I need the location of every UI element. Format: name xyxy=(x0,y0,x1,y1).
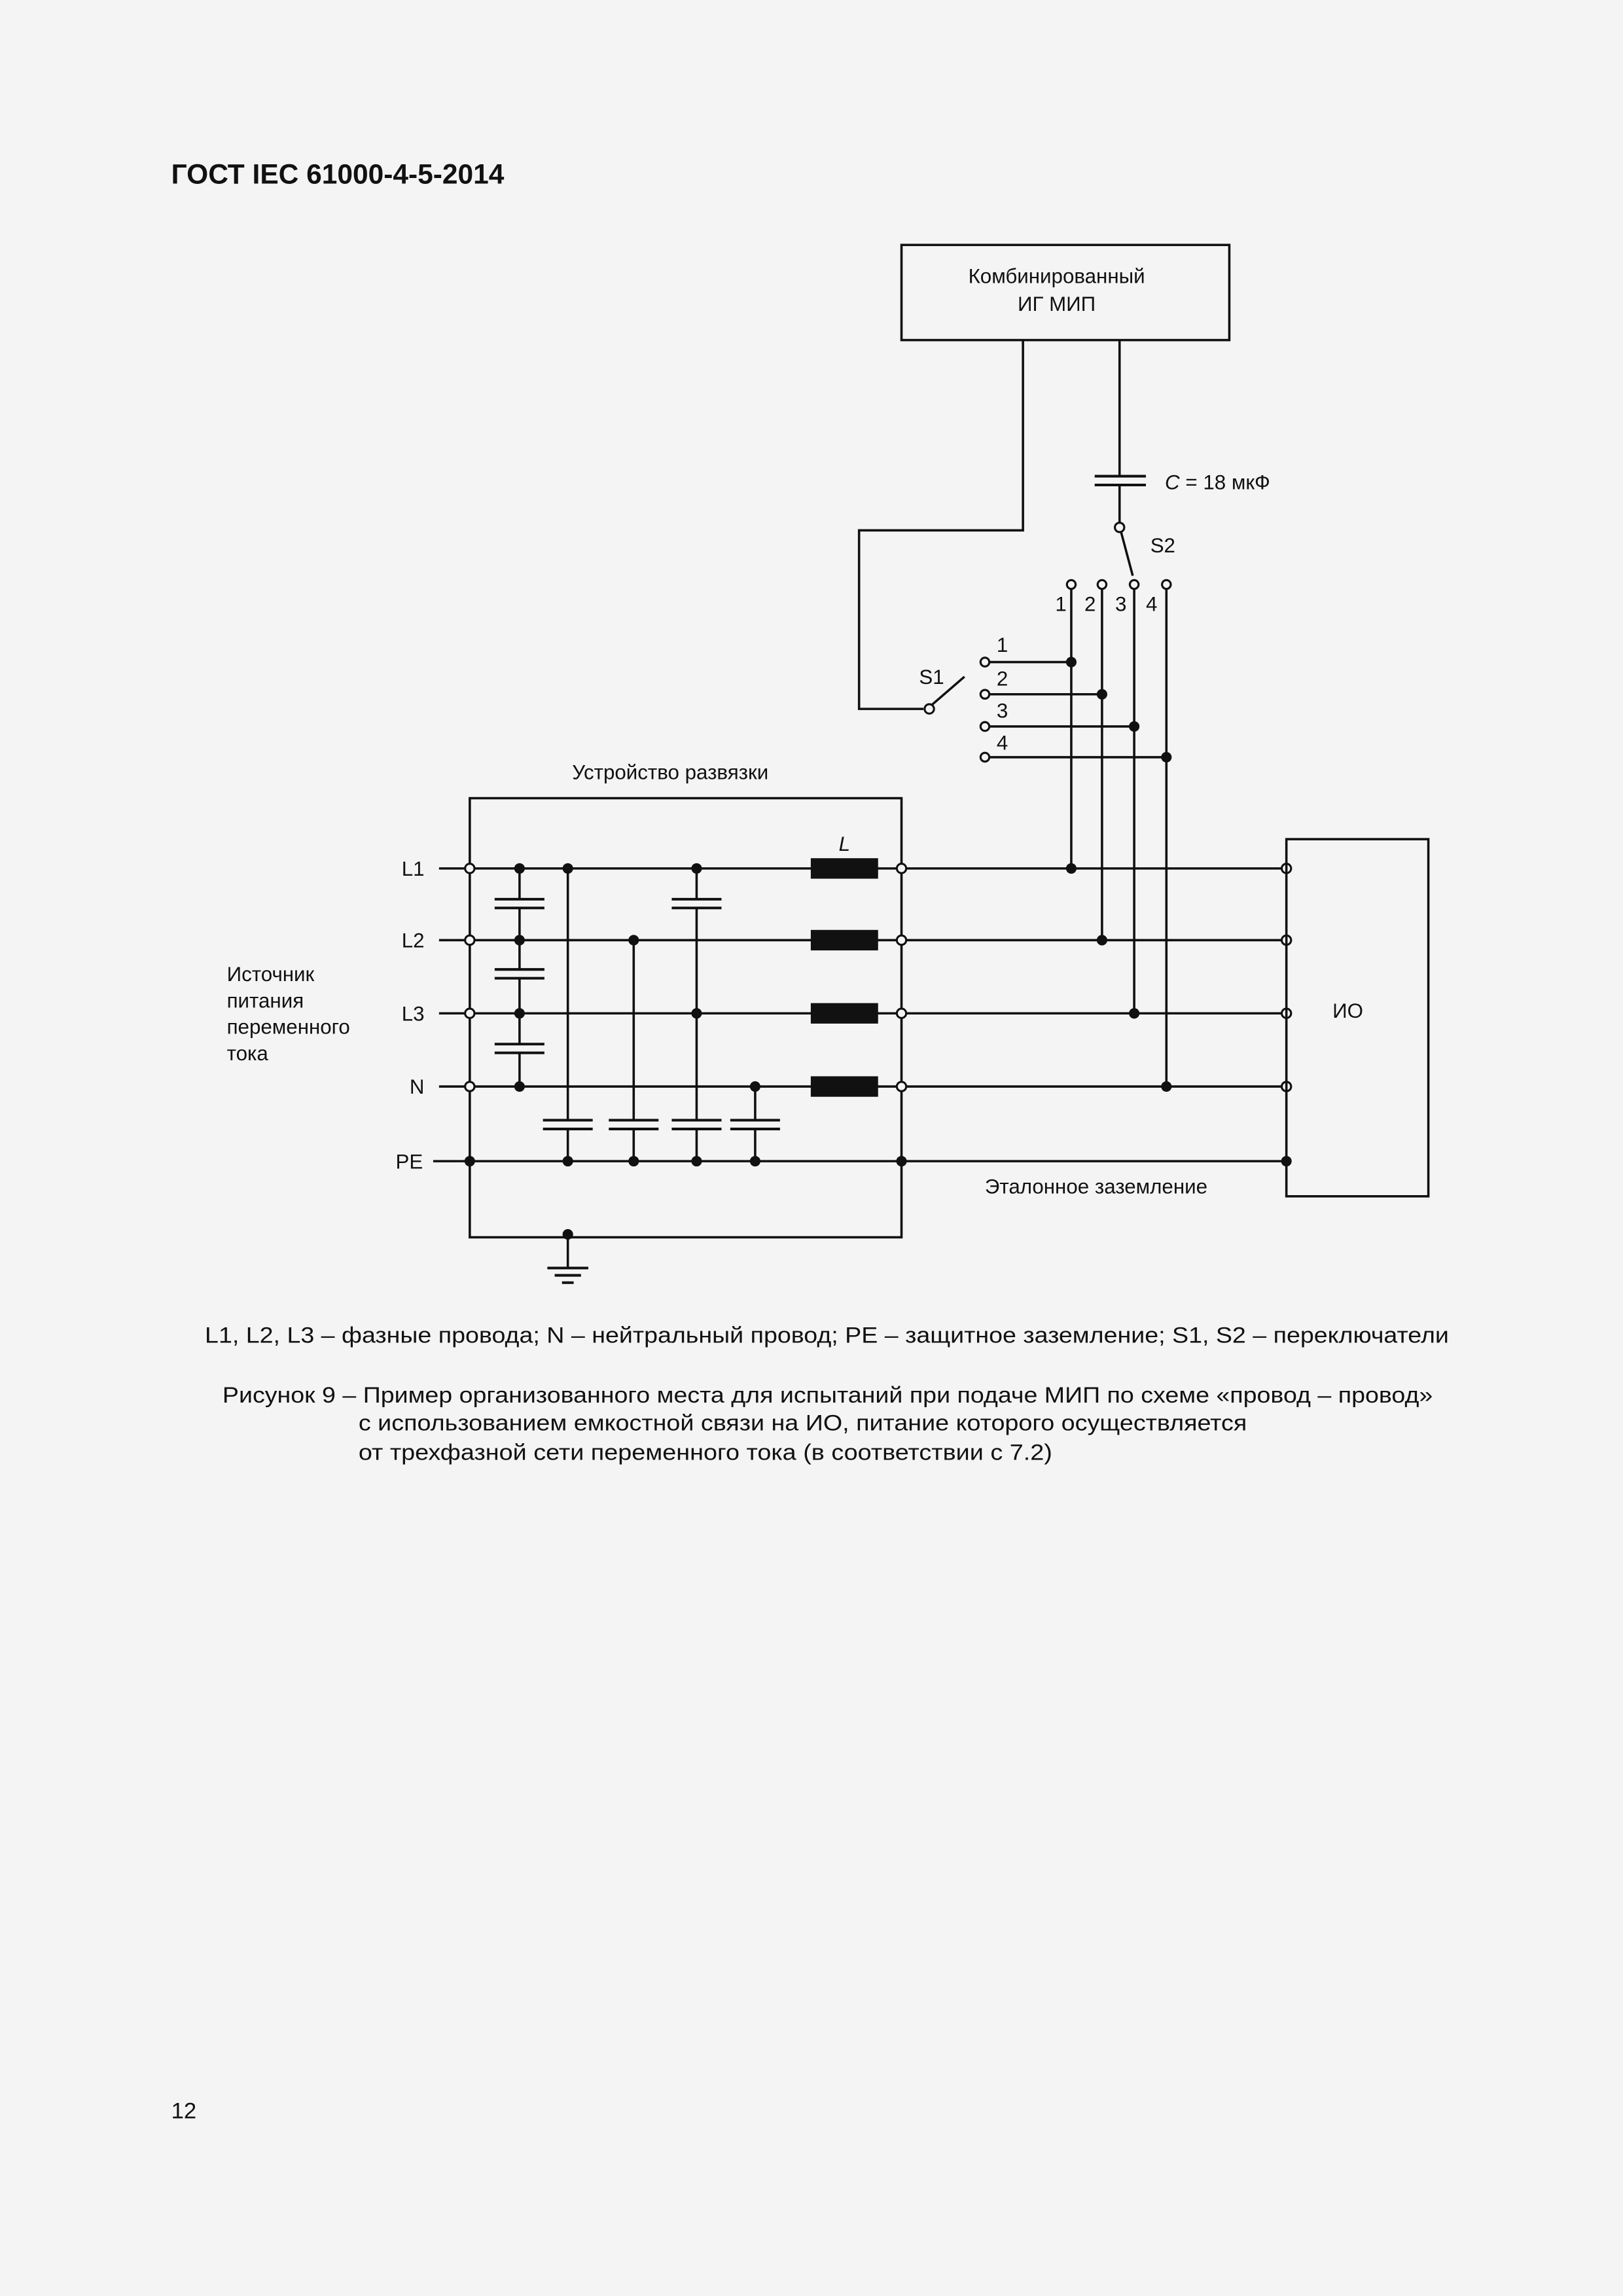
document-title: ГОСТ IEC 61000-4-5-2014 xyxy=(171,159,505,190)
decoupling-label: Устройство развязки xyxy=(572,761,768,783)
figure-caption-line3: от трехфазной сети переменного тока (в с… xyxy=(359,1440,1052,1465)
source-label: Источник питания переменного тока xyxy=(227,963,350,1065)
junction-dots xyxy=(464,863,1292,1240)
s2-contact-label: 4 xyxy=(1146,592,1157,615)
s1-contacts: 1 2 3 4 xyxy=(979,634,1172,763)
generator-return-wire xyxy=(857,340,1024,710)
figure-legend: L1, L2, L3 – фазные провода; N – нейтрал… xyxy=(205,1323,1449,1348)
s1-contact[interactable] xyxy=(979,721,991,732)
reference-ground-label: Эталонное заземление xyxy=(985,1175,1207,1198)
circuit-diagram: Комбинированный ИГ МИП C = 18 мкФ S2 1 2… xyxy=(227,243,1430,1284)
s2-contact-label: 3 xyxy=(1115,592,1126,615)
page-number: 12 xyxy=(171,2099,197,2124)
s2-contact[interactable] xyxy=(1128,579,1140,590)
line-label-l1: L1 xyxy=(402,857,425,880)
s1-label: S1 xyxy=(919,666,944,689)
generator-label-line2: ИГ МИП xyxy=(1018,293,1096,315)
s2-pivot xyxy=(1114,522,1126,533)
s2-label: S2 xyxy=(1150,534,1175,557)
decoupling-inductors: L xyxy=(810,833,878,1097)
s2-contacts: 1 2 3 4 xyxy=(1055,579,1172,615)
s1-contact-label: 4 xyxy=(997,732,1008,755)
s1-contact[interactable] xyxy=(979,689,991,700)
s1-contact-label: 3 xyxy=(997,700,1008,723)
capacitor-label: C = 18 мкФ xyxy=(1165,471,1270,494)
svg-text:питания: питания xyxy=(227,989,304,1012)
line-label-pe: PE xyxy=(396,1150,423,1173)
line-label-n: N xyxy=(410,1075,425,1098)
s1-contact[interactable] xyxy=(979,656,991,668)
s2-contact[interactable] xyxy=(1065,579,1077,590)
figure-caption-line1: Рисунок 9 – Пример организованного места… xyxy=(223,1383,1433,1408)
s2-contact-label: 1 xyxy=(1055,592,1066,615)
generator-label-line1: Комбинированный xyxy=(969,264,1145,287)
line-label-l3: L3 xyxy=(402,1002,425,1025)
s2-contact[interactable] xyxy=(1161,579,1172,590)
s1-contact-label: 1 xyxy=(997,634,1008,656)
s1-pivot xyxy=(923,703,935,715)
svg-text:Источник: Источник xyxy=(227,963,315,986)
figure-caption-line2: с использованием емкостной связи на ИО, … xyxy=(359,1411,1247,1436)
svg-text:переменного: переменного xyxy=(227,1016,350,1039)
generator-box xyxy=(900,243,1231,342)
eut-label: ИО xyxy=(1332,999,1363,1022)
s2-contact-label: 2 xyxy=(1084,592,1096,615)
ground-icon xyxy=(547,1234,588,1284)
eut-box xyxy=(1285,838,1430,1198)
s2-contact[interactable] xyxy=(1096,579,1108,590)
s1-blade[interactable] xyxy=(931,675,965,706)
s1-contact[interactable] xyxy=(979,751,991,763)
s1-contact-label: 2 xyxy=(997,667,1008,690)
line-label-l2: L2 xyxy=(402,929,425,952)
svg-text:тока: тока xyxy=(227,1042,269,1065)
decoupling-capacitors xyxy=(494,868,780,1162)
inductor-label: L xyxy=(839,833,850,855)
s2-blade[interactable] xyxy=(1120,531,1134,577)
